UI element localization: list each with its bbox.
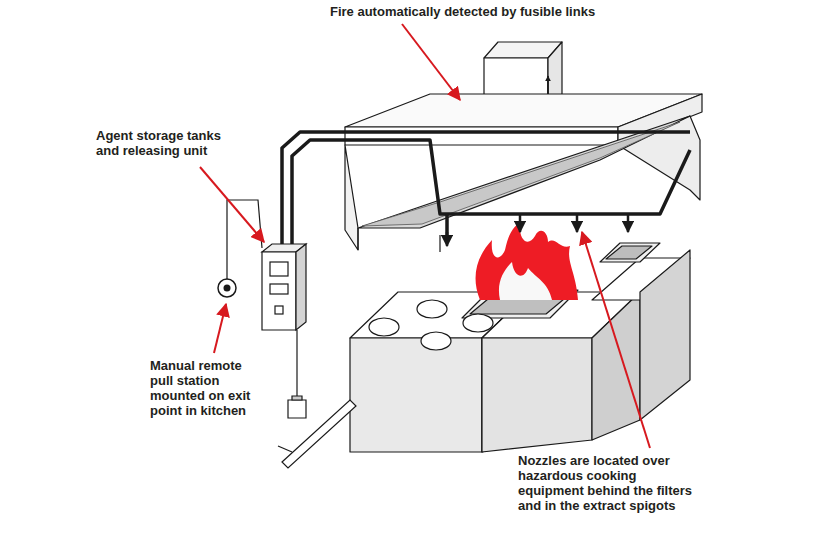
callout-label: Manual remote pull station mounted on ex… <box>150 358 266 418</box>
callout-label: Nozzles are located over hazardous cooki… <box>518 453 698 513</box>
callout-label: Agent storage tanks and releasing unit <box>96 128 246 158</box>
callout-label: Fire automatically detected by fusible l… <box>330 4 595 19</box>
